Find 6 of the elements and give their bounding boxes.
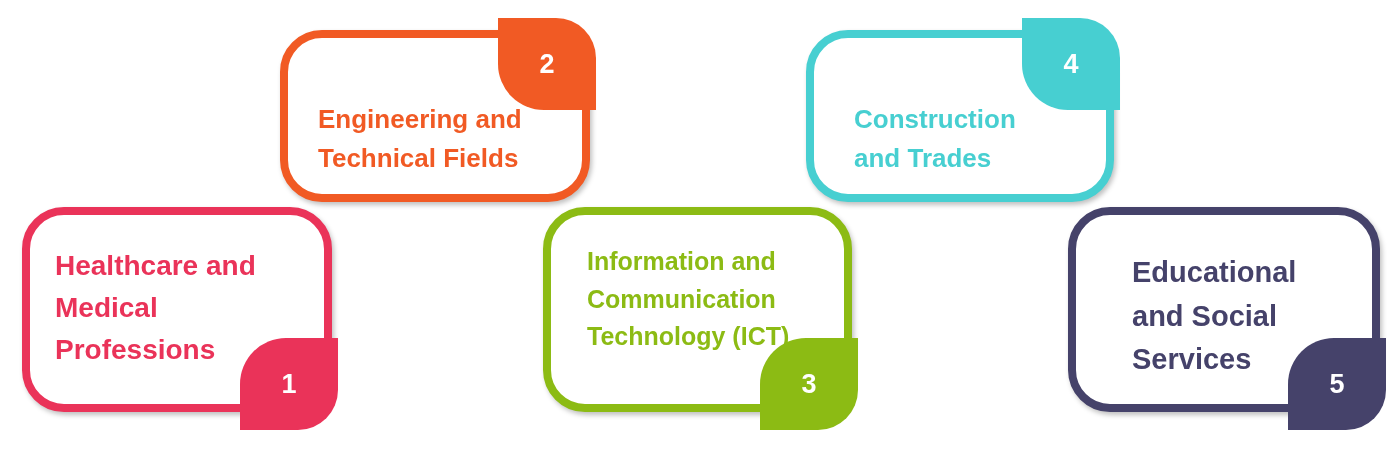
number-badge: 1: [240, 338, 338, 430]
number-badge: 2: [498, 18, 596, 110]
number-badge: 5: [1288, 338, 1386, 430]
number-badge: 4: [1022, 18, 1120, 110]
category-title: Information and Communication Technology (ICT): [587, 246, 791, 352]
category-title: Construction and Trades: [854, 103, 1017, 175]
